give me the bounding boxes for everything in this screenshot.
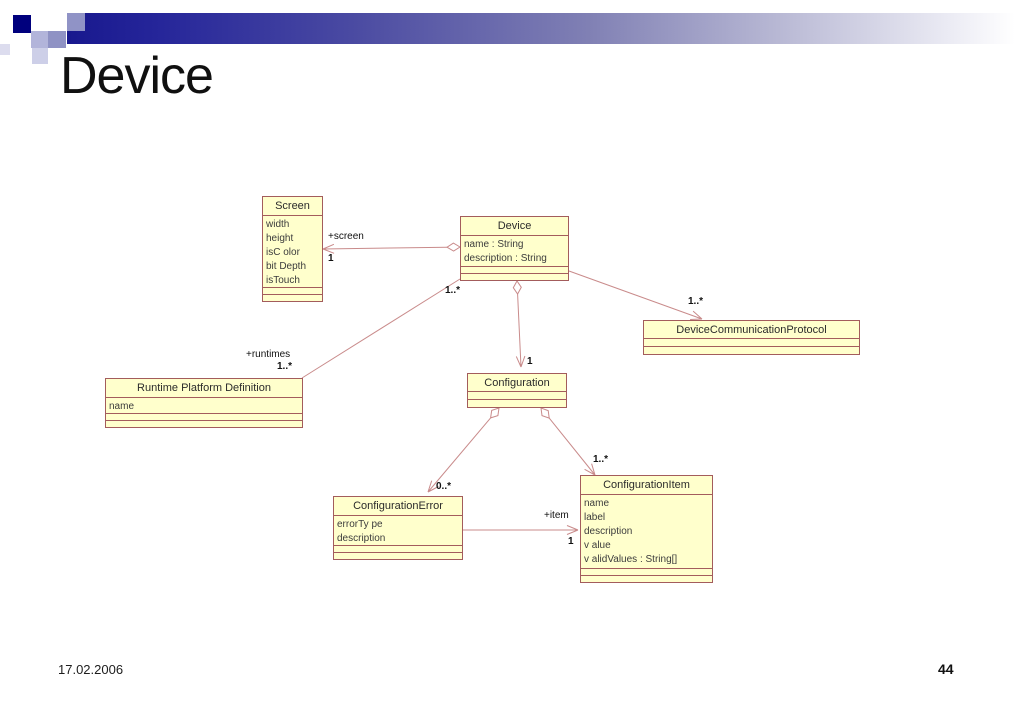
empty-compartment bbox=[334, 552, 462, 559]
class-box-configuration: Configuration bbox=[467, 373, 567, 408]
class-box-device-communication-protocol: DeviceCommunicationProtocol bbox=[643, 320, 860, 355]
empty-compartment bbox=[581, 575, 712, 582]
attribute: height bbox=[266, 233, 294, 244]
aggregation-diamond-screen bbox=[446, 242, 461, 252]
class-box-configuration-item: ConfigurationItem name label description… bbox=[580, 475, 713, 583]
empty-compartment bbox=[468, 399, 566, 407]
empty-compartment bbox=[106, 413, 302, 420]
class-title: DeviceCommunicationProtocol bbox=[676, 324, 827, 336]
class-box-device: Device name : String description : Strin… bbox=[460, 216, 569, 281]
attribute: width bbox=[266, 219, 290, 230]
attribute: label bbox=[584, 512, 606, 523]
empty-compartment bbox=[644, 346, 859, 354]
decor-square-periwinkle bbox=[48, 31, 66, 48]
class-title: Screen bbox=[263, 197, 322, 216]
decor-square-light-lavender bbox=[32, 48, 48, 64]
attribute: name bbox=[109, 401, 135, 412]
empty-compartment bbox=[461, 266, 568, 273]
empty-compartment bbox=[461, 273, 568, 280]
footer-date: 17.02.2006 bbox=[58, 662, 124, 677]
attribute: bit Depth bbox=[266, 261, 307, 272]
multiplicity-configuration-item: 1..* bbox=[593, 454, 609, 465]
multiplicity-protocol: 1..* bbox=[688, 296, 704, 307]
footer-page-number: 44 bbox=[938, 661, 954, 677]
class-title: Configuration bbox=[484, 377, 550, 389]
association-configuration-item bbox=[548, 417, 596, 476]
empty-compartment bbox=[644, 338, 859, 346]
class-box-screen: Screen width height isC olor bit Depth i… bbox=[262, 196, 323, 302]
decor-square-edge bbox=[0, 44, 10, 55]
class-box-configuration-error: ConfigurationError errorTy pe descriptio… bbox=[333, 496, 463, 560]
role-label-screen: +screen bbox=[328, 231, 364, 242]
class-title: ConfigurationItem bbox=[581, 476, 712, 495]
attribute: name : String bbox=[464, 239, 524, 250]
multiplicity-item-one: 1 bbox=[568, 536, 574, 547]
empty-compartment bbox=[468, 391, 566, 399]
decor-square-white bbox=[48, 13, 66, 31]
role-label-item: +item bbox=[544, 510, 569, 521]
association-device-protocol bbox=[568, 270, 703, 320]
attribute: name bbox=[584, 498, 610, 509]
attribute: isC olor bbox=[266, 247, 300, 258]
attribute: description bbox=[584, 526, 633, 537]
multiplicity-configuration: 1 bbox=[527, 356, 533, 367]
multiplicity-runtimes: 1..* bbox=[277, 361, 293, 372]
class-attributes: errorTy pe description bbox=[334, 516, 462, 545]
attribute: v alidValues : String[] bbox=[584, 554, 678, 565]
attribute: description : String bbox=[464, 253, 547, 264]
association-device-configuration bbox=[515, 293, 526, 368]
aggregation-diamond-configuration bbox=[512, 280, 522, 295]
role-label-runtimes: +runtimes bbox=[246, 349, 291, 360]
class-title: ConfigurationError bbox=[334, 497, 462, 516]
empty-compartment bbox=[106, 420, 302, 427]
decor-square-lavender bbox=[31, 31, 48, 48]
multiplicity-runtime-device-end: 1..* bbox=[445, 285, 461, 296]
class-attributes: name bbox=[106, 398, 302, 413]
decor-square-navy bbox=[13, 15, 31, 33]
attribute: description bbox=[337, 533, 386, 544]
aggregation-diamond-config-item bbox=[540, 407, 550, 419]
attribute: v alue bbox=[584, 540, 611, 551]
attribute: errorTy pe bbox=[337, 519, 383, 530]
class-attributes: name : String description : String bbox=[461, 236, 568, 266]
empty-compartment bbox=[334, 545, 462, 552]
association-device-screen bbox=[322, 243, 448, 254]
class-title: Device bbox=[461, 217, 568, 236]
class-box-runtime-platform-definition: Runtime Platform Definition name bbox=[105, 378, 303, 428]
empty-compartment bbox=[263, 287, 322, 294]
empty-compartment bbox=[263, 294, 322, 301]
header-gradient-bar bbox=[67, 13, 1015, 44]
attribute: isTouch bbox=[266, 275, 300, 286]
association-device-runtime bbox=[301, 278, 461, 379]
class-attributes: name label description v alue v alidValu… bbox=[581, 495, 712, 568]
class-title: Runtime Platform Definition bbox=[106, 379, 302, 398]
multiplicity-screen: 1 bbox=[328, 253, 334, 264]
class-attributes: width height isC olor bit Depth isTouch bbox=[263, 216, 322, 287]
empty-compartment bbox=[581, 568, 712, 575]
decor-square-periwinkle-top bbox=[67, 13, 85, 31]
aggregation-diamond-config-error bbox=[489, 407, 500, 419]
page-title: Device bbox=[60, 47, 214, 105]
association-error-item bbox=[463, 525, 579, 535]
multiplicity-configuration-error: 0..* bbox=[436, 481, 452, 492]
